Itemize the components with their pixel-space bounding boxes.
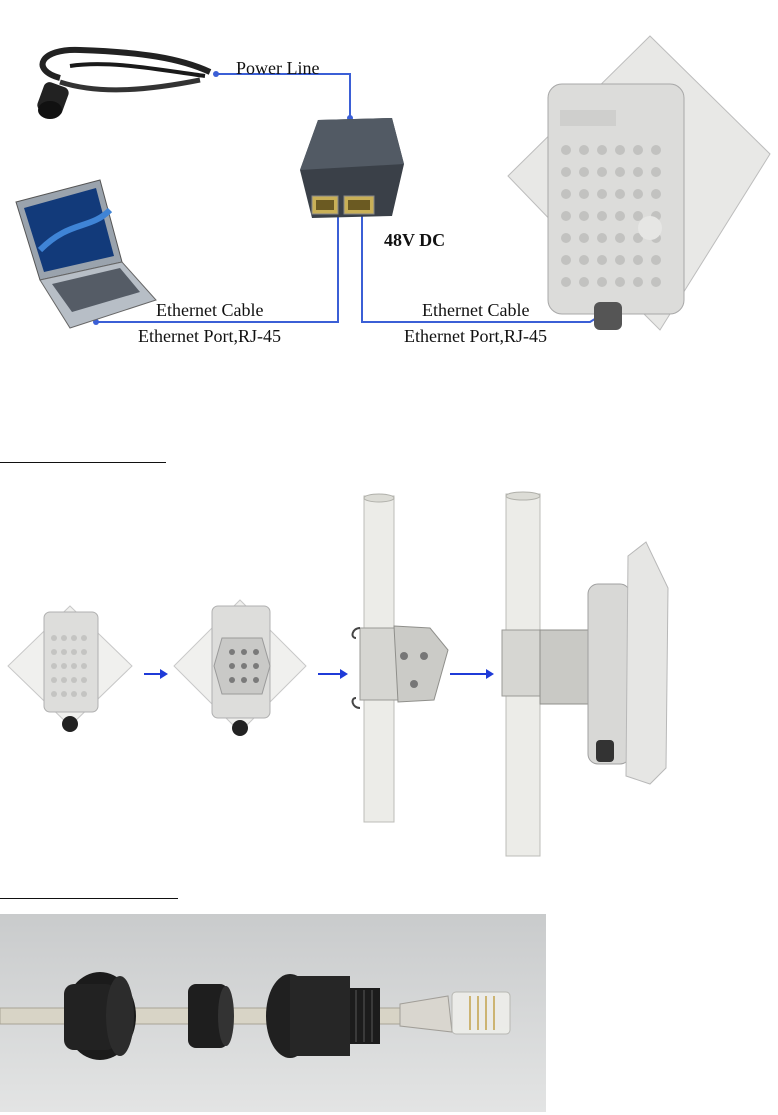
mount-step-2-unit-icon [174,600,306,736]
dc-voltage-label: 48V DC [384,230,445,250]
power-line-wire [216,74,350,118]
seal-insert-icon [188,984,234,1048]
ethernet-port-right-label: Ethernet Port,RJ-45 [404,326,547,346]
mount-step-1-unit-icon [8,606,132,732]
arrow-right-icon [318,669,348,679]
cable-gland-photo [0,914,546,1112]
section-rule-mounting [0,462,166,463]
poe-injector-icon [300,118,404,218]
ethernet-cable-left-label: Ethernet Cable [156,300,263,320]
mount-step-4-installed-icon [502,492,668,856]
mount-step-3-pole-icon [353,494,448,822]
section-rule-cable [0,898,178,899]
arrow-right-icon [144,669,168,679]
mounting-sequence [0,488,778,860]
outdoor-cpe-icon [508,36,770,330]
ethernet-port-left-label: Ethernet Port,RJ-45 [138,326,281,346]
sealing-nut-icon [64,972,136,1060]
power-line-label: Power Line [236,58,319,78]
arrow-right-icon [450,669,494,679]
laptop-icon [16,180,156,328]
power-plug-icon [36,50,210,119]
ethernet-cable-right-label: Ethernet Cable [422,300,529,320]
connection-diagram [0,0,778,360]
